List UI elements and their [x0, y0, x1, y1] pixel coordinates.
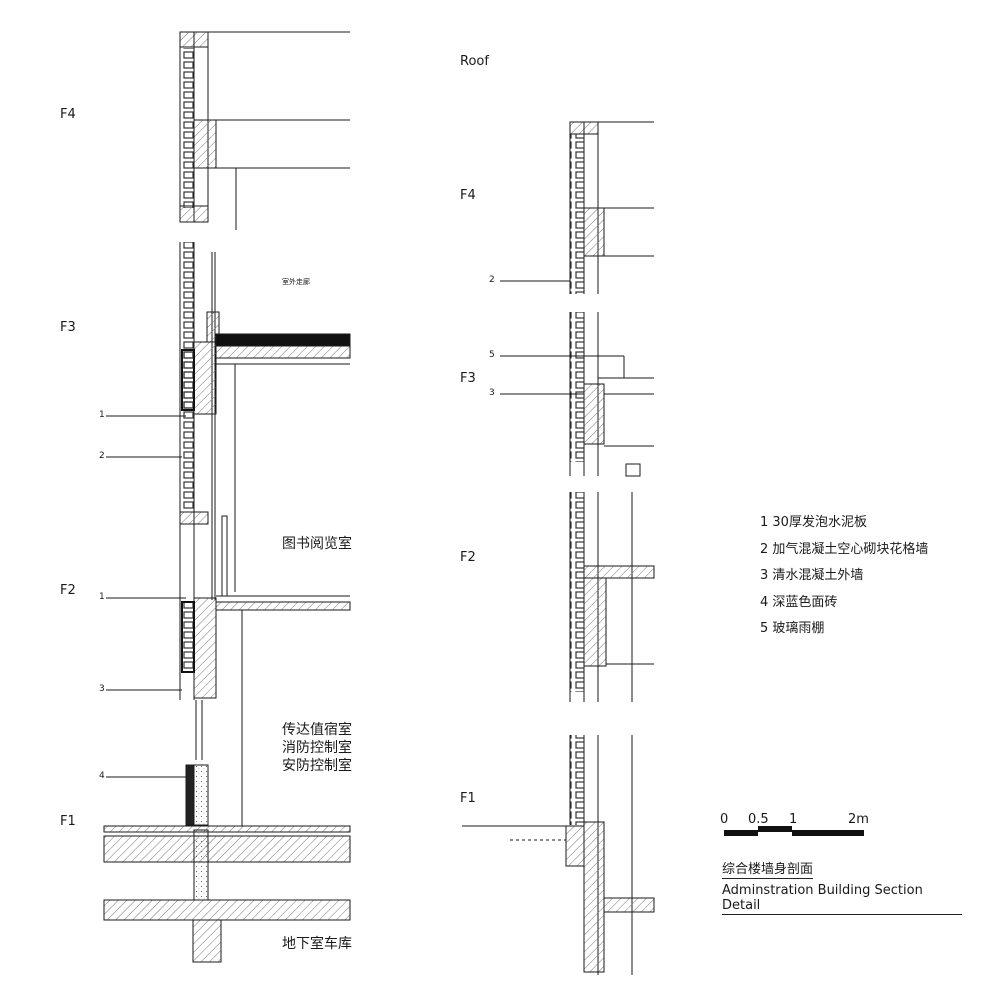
drawing-title-en: Adminstration Building Section Detail: [722, 883, 962, 915]
right-callout-5: 5: [489, 350, 495, 360]
right-floor-label-f3: F3: [460, 371, 476, 386]
left-callout-1a: 1: [99, 410, 105, 420]
room-label-duty-3: 安防控制室: [282, 758, 352, 774]
room-label-garage: 地下室车库: [282, 936, 352, 952]
drawing-title-cn: 综合楼墙身剖面: [722, 858, 814, 879]
room-label-reading: 图书阅览室: [282, 536, 352, 552]
room-label-corridor: 室外走廊: [282, 278, 310, 286]
scale-tick-0: 0: [720, 812, 729, 827]
right-floor-label-roof: Roof: [460, 54, 489, 69]
left-callout-4: 4: [99, 771, 105, 781]
legend-item-4: 4 深蓝色面砖: [760, 594, 838, 610]
legend: 1 30厚发泡水泥板 2 加气混凝土空心砌块花格墙 3 清水混凝土外墙 4 深蓝…: [760, 510, 928, 643]
left-floor-label-f2: F2: [60, 583, 76, 598]
right-callout-2: 2: [489, 275, 495, 285]
left-callout-2: 2: [99, 451, 105, 461]
left-callout-1b: 1: [99, 592, 105, 602]
right-floor-label-f2: F2: [460, 550, 476, 565]
scale-bar: [724, 826, 864, 836]
legend-item-5: 5 玻璃雨棚: [760, 621, 825, 636]
left-section: [103, 31, 351, 963]
room-label-duty-2: 消防控制室: [282, 740, 352, 756]
scale-tick-2m: 2m: [848, 812, 869, 827]
scale-tick-0-5: 0.5: [748, 812, 769, 827]
scale-tick-1: 1: [789, 812, 798, 827]
room-label-duty-1: 传达值宿室: [282, 722, 352, 738]
left-floor-label-f4: F4: [60, 107, 76, 122]
right-section: [462, 121, 655, 975]
right-floor-label-f1: F1: [460, 791, 476, 806]
left-callout-3: 3: [99, 684, 105, 694]
right-floor-label-f4: F4: [460, 188, 476, 203]
legend-item-3: 3 清水混凝土外墙: [760, 568, 864, 583]
right-callout-3: 3: [489, 388, 495, 398]
legend-item-1: 1 30厚发泡水泥板: [760, 515, 867, 530]
legend-item-2: 2 加气混凝土空心砌块花格墙: [760, 541, 929, 557]
left-floor-label-f3: F3: [60, 320, 76, 335]
left-floor-label-f1: F1: [60, 814, 76, 829]
